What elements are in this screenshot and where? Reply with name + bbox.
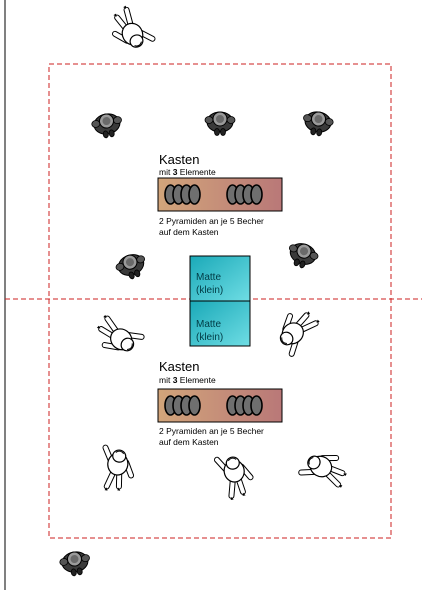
standing-person-2 xyxy=(204,111,236,136)
box-bottom-subtitle: mit 3 Elemente xyxy=(159,375,216,385)
box-top-subtitle: mit 3 Elemente xyxy=(159,167,216,177)
cup-2-4 xyxy=(250,395,263,416)
walking-person-6 xyxy=(301,447,352,494)
cup-1-4 xyxy=(188,395,201,416)
box-bottom-note-line1: 2 Pyramiden an je 5 Becher xyxy=(159,426,264,436)
standing-person-5 xyxy=(283,238,322,273)
cup-2-4 xyxy=(250,184,263,205)
walking-person-1 xyxy=(106,2,153,53)
field-boundary xyxy=(48,63,392,539)
box-bottom: Kasten mit 3 Elemente 2 Pyramiden an je … xyxy=(157,359,283,447)
mat-bottom: Matte (klein) xyxy=(189,300,251,347)
box-bottom-title: Kasten xyxy=(159,359,199,374)
box-top-note-line2: auf dem Kasten xyxy=(159,227,219,237)
box-top-cups xyxy=(164,184,263,205)
standing-person-4 xyxy=(112,249,151,284)
box-bottom-element-count: 3 xyxy=(173,375,178,385)
mat-top-line1: Matte xyxy=(196,272,221,283)
standing-person-6 xyxy=(57,549,93,579)
box-top: Kasten mit 3 Elemente 2 Pyramiden an je … xyxy=(157,152,283,237)
mat-bottom-line2: (klein) xyxy=(196,332,223,343)
mat-bottom-line1: Matte xyxy=(196,319,221,330)
standing-person-1 xyxy=(89,111,125,141)
mat-top: Matte (klein) xyxy=(189,255,251,302)
box-bottom-note-line2: auf dem Kasten xyxy=(159,437,219,447)
walking-person-4 xyxy=(98,448,135,495)
mat-top-line2: (klein) xyxy=(196,285,223,296)
walking-person-5 xyxy=(217,455,254,502)
standing-person-3 xyxy=(300,109,336,139)
box-top-title: Kasten xyxy=(159,152,199,167)
box-top-element-count: 3 xyxy=(173,167,178,177)
box-top-note-line1: 2 Pyramiden an je 5 Becher xyxy=(159,216,264,226)
walking-person-2 xyxy=(90,310,141,360)
walking-person-3 xyxy=(272,304,323,354)
box-bottom-cups xyxy=(164,395,263,416)
cup-1-4 xyxy=(188,184,201,205)
